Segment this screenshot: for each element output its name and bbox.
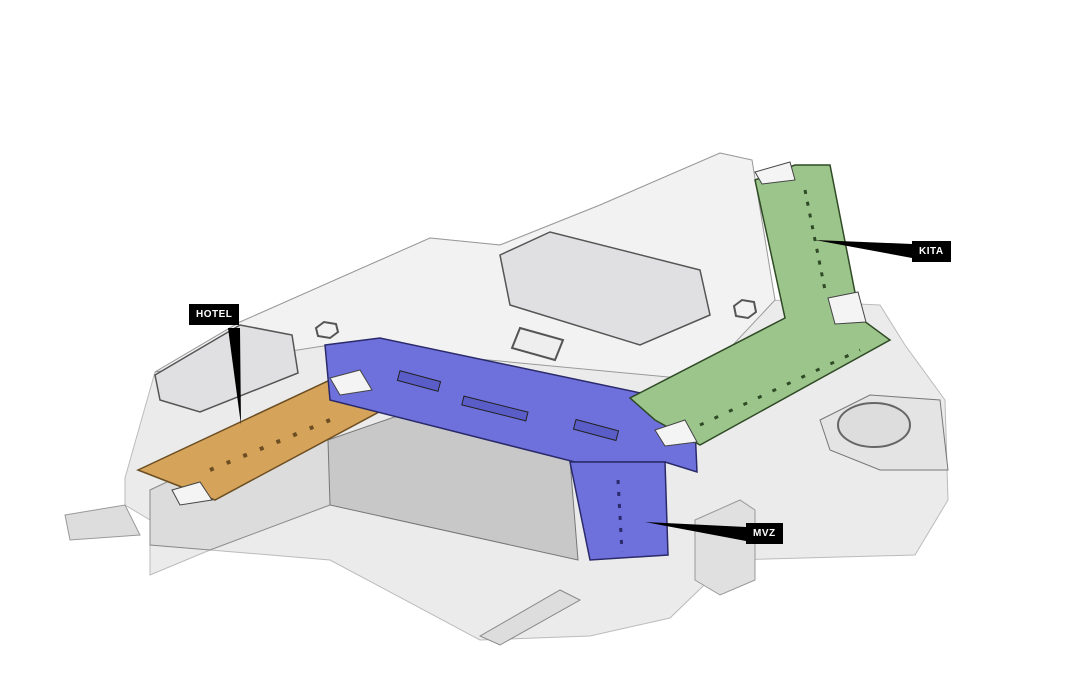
left-stub — [64, 504, 141, 541]
annex-block — [694, 499, 756, 596]
bench — [572, 418, 620, 442]
mvz-label: MVZ — [746, 523, 783, 544]
stair-core — [654, 419, 698, 447]
kita-label: KITA — [912, 241, 951, 262]
kita-pointer — [815, 240, 912, 258]
kita-column-line-2 — [699, 348, 861, 427]
glass-atrium — [327, 414, 579, 561]
hexagon-roof-left — [154, 324, 299, 413]
hexagon-roof-large — [499, 231, 711, 346]
round-planter — [837, 402, 911, 448]
mvz-area — [569, 461, 669, 561]
stair-core — [329, 369, 373, 396]
hexagon-skylight-small — [314, 320, 340, 340]
hotel-column-line — [209, 418, 331, 472]
hotel-label: HOTEL — [189, 304, 240, 325]
stair-core — [754, 161, 796, 185]
bench — [461, 395, 529, 422]
bench — [396, 370, 442, 392]
roof-hatch — [510, 326, 565, 362]
mvz-column-line — [616, 479, 624, 553]
hotel-pointer — [228, 328, 241, 425]
hexagon-skylight-right — [732, 298, 758, 320]
central-area — [324, 337, 698, 474]
kita-area — [628, 164, 892, 446]
stair-core — [827, 291, 867, 325]
stair-ramp — [478, 589, 582, 646]
mvz-pointer — [645, 522, 746, 541]
stair-core — [171, 481, 213, 506]
